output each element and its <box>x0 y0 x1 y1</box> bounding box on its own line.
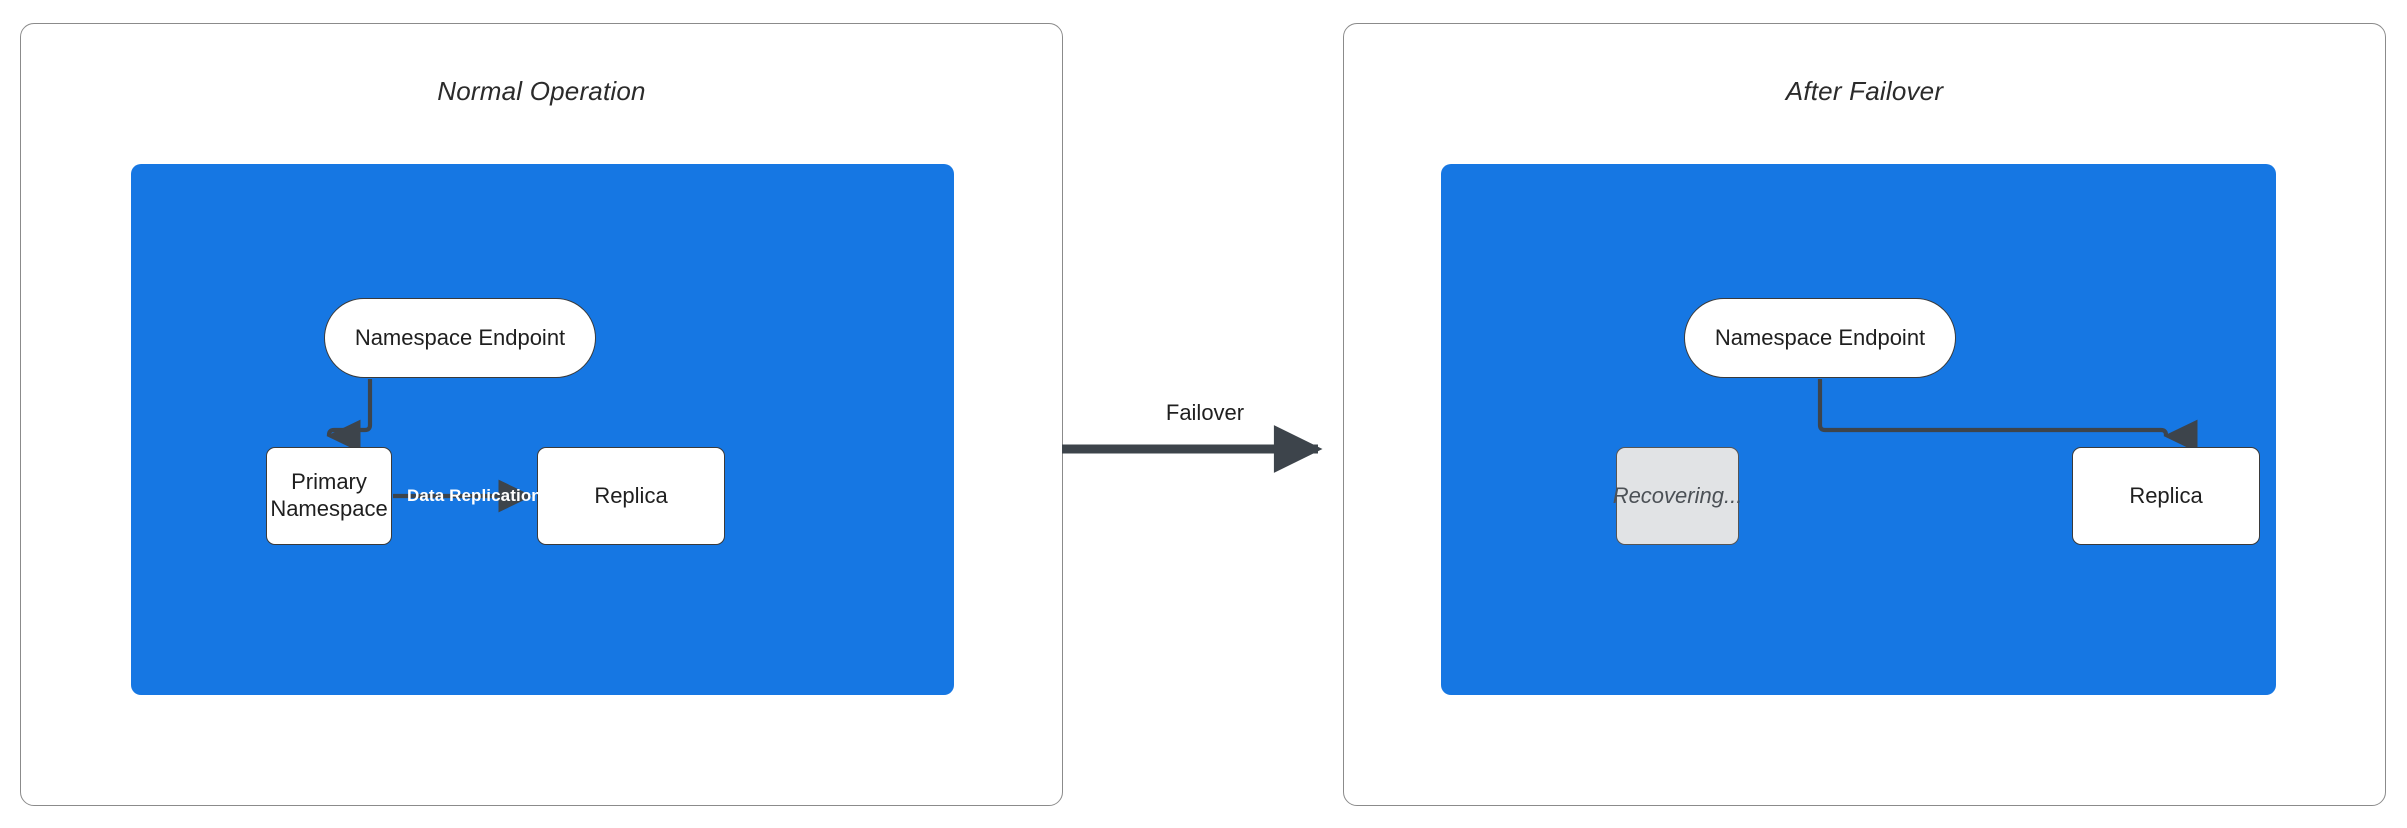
panel-title-normal-operation: Normal Operation <box>437 76 646 106</box>
node-replica-right[interactable]: Replica <box>2072 447 2260 545</box>
panel-title-after-failover: After Failover <box>1785 76 1944 106</box>
node-primary-namespace[interactable]: Primary Namespace <box>266 447 392 545</box>
node-recovering[interactable]: Recovering... <box>1613 447 1742 545</box>
primary-line-2: Namespace <box>270 496 388 521</box>
primary-line-1: Primary <box>291 469 367 495</box>
connector-endpoint-to-replica <box>1817 379 2198 453</box>
connector-endpoint-to-primary <box>326 379 533 513</box>
edge-label-data-replication: Data Replication <box>407 486 542 505</box>
node-namespace-endpoint-right[interactable]: Namespace Endpoint <box>1684 298 1956 378</box>
node-replica-left[interactable]: Replica <box>537 447 725 545</box>
node-primary-namespace-label: Primary Namespace <box>270 469 387 523</box>
failover-arrow-icon <box>1062 425 1323 473</box>
node-namespace-endpoint-left[interactable]: Namespace Endpoint <box>324 298 596 378</box>
region-namespace-left: Namespace Endpoint Primary Namespace Rep… <box>131 164 954 695</box>
panel-after-failover: After Failover Namespace Endpoint Recove… <box>1343 23 2386 806</box>
failover-transition: Failover <box>1060 400 1350 500</box>
region-namespace-right: Namespace Endpoint Recovering... Replica <box>1441 164 2276 695</box>
failover-label: Failover <box>1165 400 1245 425</box>
panel-normal-operation: Normal Operation Namespace Endpoint <box>20 23 1063 806</box>
